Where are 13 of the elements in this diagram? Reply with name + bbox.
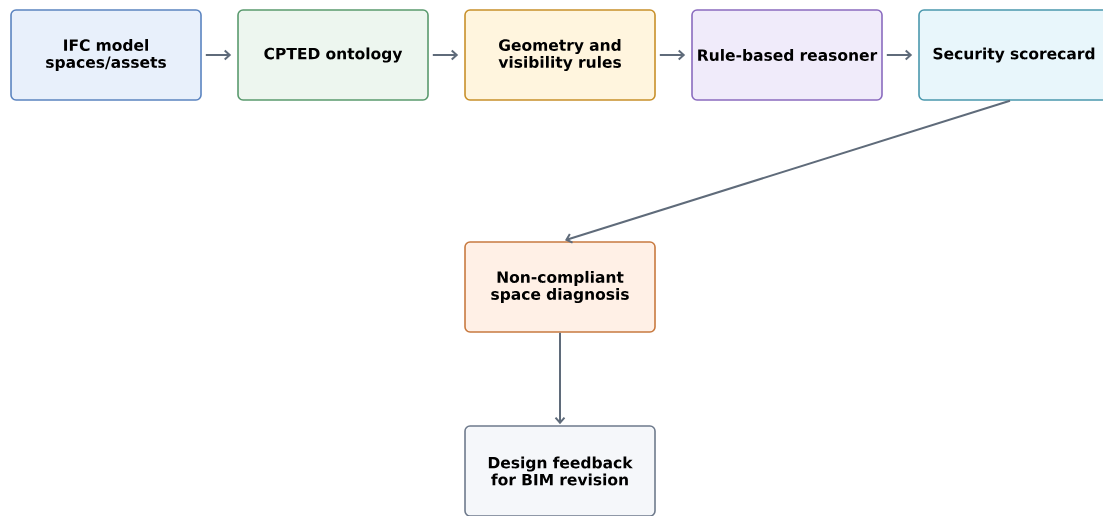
arrow [431, 49, 459, 61]
process-box: Geometry and visibility rules [464, 9, 656, 101]
process-box: CPTED ontology [237, 9, 429, 101]
process-box: IFC model spaces/assets [10, 9, 202, 101]
arrow [658, 49, 686, 61]
arrow [204, 49, 232, 61]
arrow [565, 99, 1011, 244]
process-box: Security scorecard [918, 9, 1103, 101]
process-box: Design feedback for BIM revision [464, 425, 656, 516]
process-box: Non-compliant space diagnosis [464, 241, 656, 333]
arrow [554, 331, 566, 425]
arrow [885, 49, 913, 61]
process-box: Rule-based reasoner [691, 9, 883, 101]
